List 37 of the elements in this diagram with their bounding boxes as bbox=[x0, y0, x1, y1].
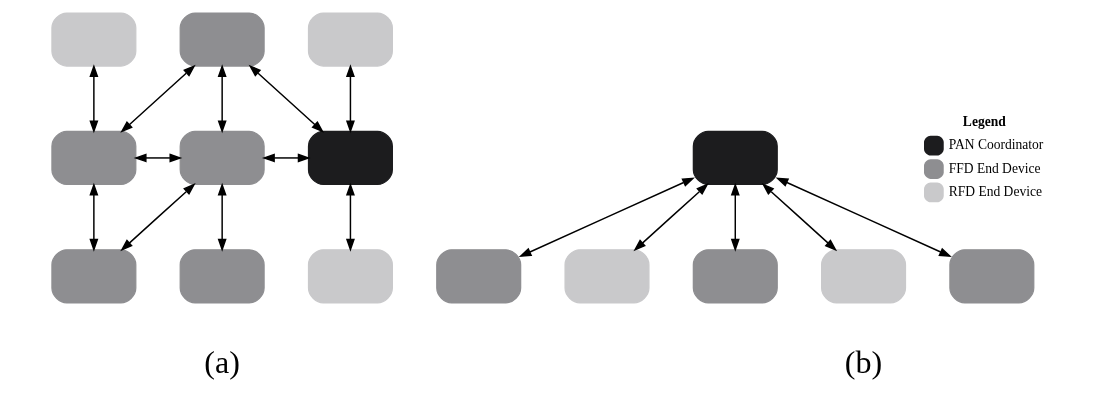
arrow bbox=[345, 64, 355, 134]
node-box bbox=[820, 249, 906, 304]
arrow bbox=[775, 177, 952, 258]
label: (b) bbox=[844, 343, 882, 380]
label: (a) bbox=[203, 343, 240, 380]
label: Legend bbox=[962, 113, 1006, 129]
arrow bbox=[761, 183, 837, 252]
node-box bbox=[179, 249, 265, 304]
legend-label: RFD End Device bbox=[948, 183, 1042, 199]
arrow bbox=[518, 177, 695, 258]
arrow bbox=[632, 183, 709, 252]
node-box bbox=[692, 249, 778, 304]
node-box bbox=[179, 12, 265, 67]
arrow bbox=[261, 153, 311, 163]
arrow bbox=[730, 182, 740, 252]
node-box bbox=[307, 12, 393, 67]
node-box bbox=[435, 249, 521, 304]
legend-label: PAN Coordinator bbox=[948, 137, 1043, 153]
node-box bbox=[692, 130, 778, 186]
arrow bbox=[119, 183, 196, 252]
node-box bbox=[50, 12, 136, 67]
node-box bbox=[50, 249, 136, 304]
arrow bbox=[133, 153, 182, 163]
arrow bbox=[119, 64, 196, 133]
node-box bbox=[948, 249, 1034, 304]
arrow bbox=[248, 64, 324, 133]
legend-label: FFD End Device bbox=[948, 160, 1040, 176]
node-box bbox=[307, 130, 393, 186]
arrow bbox=[88, 182, 98, 252]
arrow bbox=[88, 64, 98, 134]
arrow bbox=[217, 64, 227, 134]
node-box bbox=[179, 130, 265, 186]
node-box bbox=[307, 249, 393, 304]
arrow bbox=[345, 182, 355, 252]
arrow bbox=[217, 182, 227, 252]
node-box bbox=[50, 130, 136, 186]
node-box bbox=[563, 249, 650, 304]
